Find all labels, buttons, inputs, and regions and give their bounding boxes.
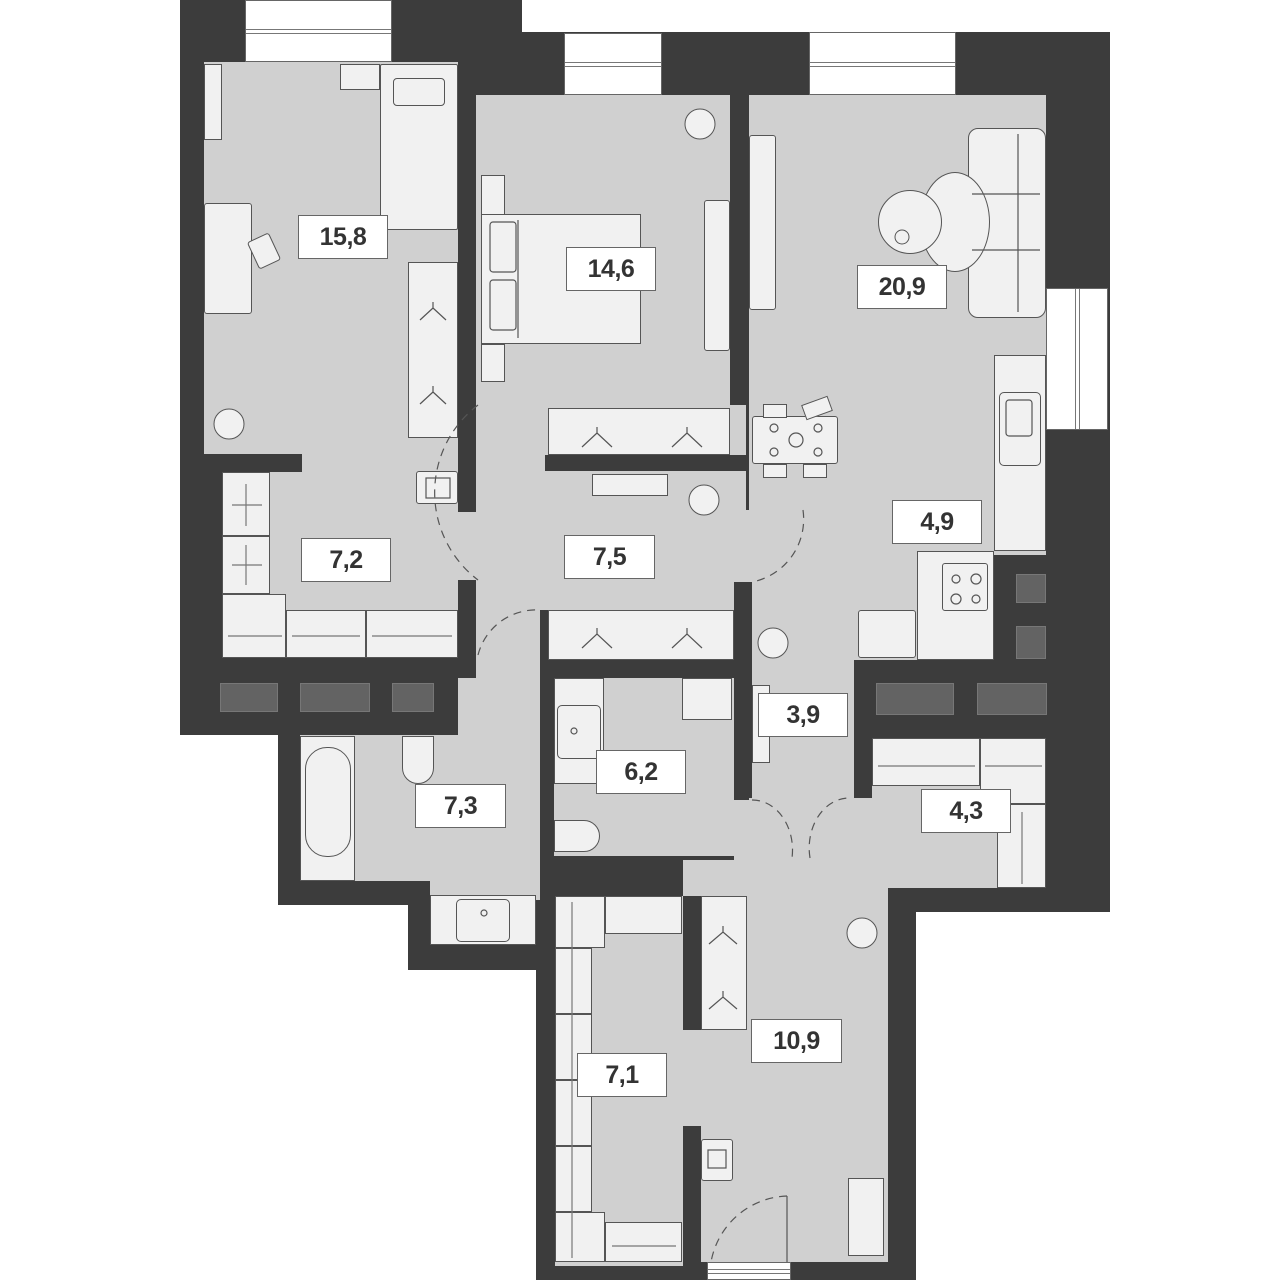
vent-shaft-7 (1016, 626, 1046, 659)
door-swing-dressing1 (434, 404, 479, 581)
shelf-dressing-2a (555, 896, 605, 948)
wardrobe-hallway (548, 610, 734, 660)
wall-partition-bedroom1-dressing (204, 454, 302, 472)
wall-partition-hall-wc (540, 660, 750, 678)
wardrobe-bedroom-2 (548, 408, 730, 455)
plant-icon (213, 108, 910, 949)
window-bedroom-2 (564, 33, 662, 95)
wall-partition-dressing2-entrance-top (683, 896, 701, 1030)
door-swing-wc (751, 799, 794, 859)
door-swing-kitchen (751, 509, 805, 583)
area-label-entrance-hall: 10,9 (751, 1019, 842, 1063)
wall-partition-dressing2-entrance-bottom (683, 1126, 701, 1266)
tv-stand-living (749, 135, 776, 310)
area-label-living-room: 20,9 (857, 265, 947, 309)
wardrobe-entrance (701, 896, 747, 1030)
room-floor-storage-door (810, 790, 874, 860)
dining-table (752, 416, 838, 464)
vent-shaft-6 (1016, 574, 1046, 603)
coffee-table (878, 190, 942, 254)
area-label-hallway-1: 7,5 (564, 535, 655, 579)
room-floor-kitchen-door (730, 510, 752, 582)
toilet-wc (554, 820, 600, 852)
tv-stand-bedroom-2 (704, 200, 730, 351)
sink-wc (557, 705, 601, 759)
pouf-entrance (701, 1139, 733, 1181)
fridge (858, 610, 916, 658)
shelf-dressing-1d (286, 610, 366, 658)
wall-partition-storage-left (854, 660, 872, 798)
area-label-dressing-room-2: 7,1 (577, 1053, 667, 1097)
shelf-dressing-2g (605, 1222, 682, 1262)
washing-machine (682, 678, 732, 720)
window-bedroom-1 (245, 0, 392, 62)
nightstand-top (481, 175, 505, 215)
window-living-room (809, 32, 956, 95)
hanger-icon (419, 302, 738, 1010)
stove (942, 563, 988, 611)
wardrobe-bedroom-1 (408, 262, 458, 438)
radiator-hallway (592, 474, 668, 496)
vent-shaft-1 (220, 683, 278, 712)
room-floor-entrance-top (745, 858, 855, 898)
shelf-dressing-1c (222, 594, 286, 658)
vent-shaft-5 (977, 683, 1047, 715)
bathtub (305, 747, 351, 857)
shelf-dressing-2-shoes (605, 896, 682, 934)
door-swing-storage (808, 797, 851, 859)
shelf-dressing-2f (555, 1212, 605, 1262)
dining-chair-1 (763, 404, 787, 418)
nightstand (340, 64, 380, 90)
shelf-dressing-2e (555, 1146, 592, 1212)
sink-bathroom (456, 899, 510, 942)
vent-shaft-3 (392, 683, 434, 712)
console-entrance (848, 1178, 884, 1256)
vent-shaft-2 (300, 683, 370, 712)
shelf-storage-a (872, 738, 980, 786)
area-label-bathroom: 7,3 (415, 784, 506, 828)
room-floor-wc-door (734, 800, 810, 860)
toilet-bathroom (402, 736, 434, 784)
area-label-corridor: 3,9 (758, 693, 848, 737)
desk (204, 203, 252, 314)
room-floor-dressing-room-1-ext (300, 454, 458, 474)
bookshelf (204, 64, 222, 140)
area-label-storage: 4,3 (921, 789, 1011, 833)
wall-partition-hall-corridor (734, 582, 752, 798)
nightstand-bottom (481, 344, 505, 382)
dining-chair-4 (803, 464, 827, 478)
area-label-bedroom-2: 14,6 (566, 247, 656, 291)
shelf-dressing-2b (555, 948, 592, 1014)
room-floor-passage (683, 1030, 703, 1126)
dining-chair-3 (763, 464, 787, 478)
room-floor-hallway-1-door (458, 512, 478, 580)
shelf-dressing-1e (366, 610, 458, 658)
area-label-wc: 6,2 (596, 750, 686, 794)
room-floor-bathroom-upper (458, 678, 536, 738)
wall-partition-bedroom2-hall (545, 455, 746, 471)
area-label-dressing-room-1: 7,2 (301, 538, 391, 582)
vent-shaft-4 (876, 683, 954, 715)
door-swing-hallway-south (477, 609, 541, 656)
pillow (393, 78, 445, 106)
door-swing-entrance (710, 1195, 788, 1263)
window-living-room-side (1046, 288, 1108, 430)
shelf-stripes (228, 484, 1042, 1258)
area-label-bedroom-1: 15,8 (298, 215, 388, 259)
area-label-kitchen: 4,9 (892, 500, 982, 544)
